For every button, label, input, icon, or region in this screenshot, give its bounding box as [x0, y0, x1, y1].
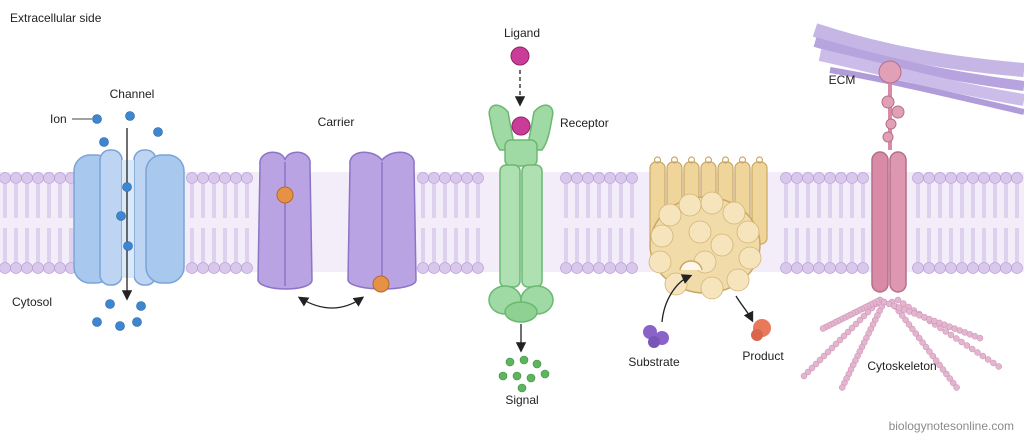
ions [92, 111, 163, 331]
label-receptor: Receptor [560, 116, 609, 130]
anchoring-protein [871, 60, 907, 293]
label-ion: Ion [50, 112, 67, 126]
substrate-arrow [661, 274, 693, 323]
carrier-protein [257, 151, 417, 293]
label-ecm: ECM [829, 73, 856, 87]
substrate-molecule [643, 325, 669, 348]
lipid-bilayer [0, 172, 1023, 274]
ligand-free [510, 46, 530, 66]
label-extracellular-side: Extracellular side [10, 11, 102, 25]
receptor-protein [488, 104, 554, 323]
label-ligand: Ligand [504, 26, 540, 40]
cytoskeleton-filaments [800, 296, 1002, 391]
ecm-fibers [812, 23, 1024, 115]
watermark: biologynotesonline.com [889, 419, 1014, 433]
channel-protein [73, 149, 185, 286]
carrier-cargo-top [276, 186, 294, 204]
label-substrate: Substrate [628, 355, 680, 369]
label-product: Product [742, 349, 784, 363]
label-channel: Channel [110, 87, 155, 101]
signal-molecules [498, 355, 550, 393]
carrier-conformation-arrow [297, 296, 365, 309]
label-signal: Signal [505, 393, 538, 407]
label-carrier: Carrier [318, 115, 355, 129]
label-cytoskeleton: Cytoskeleton [867, 359, 936, 373]
product-arrow [735, 295, 754, 323]
label-cytosol: Cytosol [12, 295, 52, 309]
ligand-bound [511, 116, 531, 136]
enzyme-protein [648, 156, 768, 300]
carrier-cargo-bottom [372, 275, 390, 293]
product-molecule [751, 319, 771, 341]
